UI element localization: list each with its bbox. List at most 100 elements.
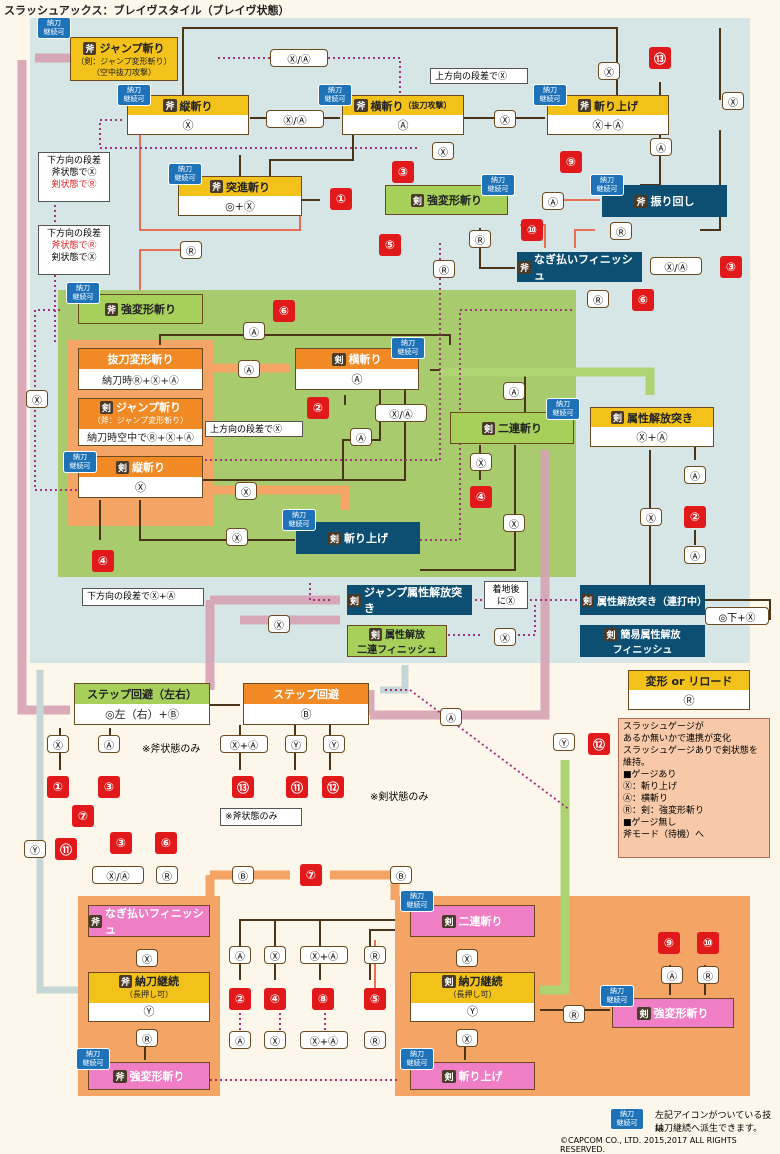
down-step-note1: 下方向の段差 斧状態でⓍ 剣状態でⓇ (38, 152, 110, 202)
node-elem-thrust: 剣属性解放突き Ⓧ+Ⓐ (590, 407, 714, 447)
jump-axe-sub2: （空中抜刀攻撃） (92, 68, 156, 77)
marker-2: ② (684, 506, 706, 528)
morph-legend-label: 変形 or リロード (629, 671, 749, 690)
sword-tag: 剣 (368, 628, 382, 641)
marker-2: ② (307, 397, 329, 419)
double-label: 二連斬り (498, 422, 542, 435)
cmd-x: Ⓧ (264, 1031, 286, 1049)
marker-7: ⑦ (72, 805, 94, 827)
marker-8: ⑧ (312, 988, 334, 1010)
sword-tag: 剣 (348, 593, 362, 607)
down-step-note3: 下方向の段差でⓍ+Ⓐ (82, 588, 204, 606)
cmd-a: Ⓐ (684, 466, 706, 484)
marker-7: ⑦ (300, 864, 322, 886)
sword-tag: 剣 (581, 593, 595, 607)
double2-label: 二連斬り (458, 915, 503, 928)
cmd-r: Ⓡ (469, 230, 491, 248)
down-step-note2: 下方向の段差 斧状態でⓇ 剣状態でⓍ (38, 225, 110, 275)
horiz-sword-cmd: Ⓐ (296, 369, 418, 389)
step-lr-label: ステップ回避（左右） (75, 684, 209, 704)
sword-tag: 剣 (115, 460, 129, 474)
gauge-line: Ⓧ：斬り上げ (623, 782, 678, 792)
sheathe-badge: 納刀継続可 (66, 282, 100, 304)
cmd-r: Ⓡ (563, 1005, 585, 1023)
axe-tag: 斧 (113, 1069, 127, 1083)
node-easy-elem-fin: 剣簡易属性解放 フィニッシュ (580, 625, 705, 657)
cmd-x: Ⓧ (503, 514, 525, 532)
node-morph-legend: 変形 or リロード Ⓡ (628, 670, 750, 710)
marker-9: ⑨ (560, 151, 582, 173)
cmd-a: Ⓐ (229, 946, 251, 964)
note-line: 剣状態でⓇ (51, 180, 97, 190)
sword-tag: 剣 (442, 914, 456, 928)
cmd-a: Ⓐ (243, 322, 265, 340)
cmd-x: Ⓧ (640, 508, 662, 526)
cmd-x: Ⓧ (456, 949, 478, 967)
horiz-sword-label: 横斬り (348, 353, 382, 366)
cmd-x: Ⓧ (136, 949, 158, 967)
cmd-a: Ⓐ (684, 546, 706, 564)
up-step-note2: 上方向の段差でⓍ (205, 421, 303, 437)
node-step-lr: ステップ回避（左右） ◎左（右）+Ⓑ (74, 683, 210, 725)
node-vert-axe: 斧縦斬り Ⓧ (127, 95, 249, 135)
sheathe-badge: 納刀継続可 (63, 451, 97, 473)
axe-tag: 斧 (83, 42, 97, 55)
cmd-x: Ⓧ (235, 482, 257, 500)
cmd-a: Ⓐ (503, 382, 525, 400)
sheathe-badge: 納刀継続可 (600, 985, 634, 1007)
sheathe-sword-label: 納刀継続 (458, 975, 503, 988)
morph-sword-label: 強変形斬り (427, 194, 482, 207)
sheathe-badge: 納刀継続可 (400, 890, 434, 912)
sheathe-badge: 納刀継続可 (590, 174, 624, 196)
sword-tag: 剣 (410, 193, 424, 207)
cmd-r: Ⓡ (433, 260, 455, 278)
landing-note: 着地後にⓍ (484, 581, 528, 609)
horiz-axe-label: 横斬り (370, 99, 404, 113)
gauge-note: スラッシュゲージが あるか無いかで連携が変化 スラッシュゲージありで剣状態を維持… (618, 718, 770, 858)
note-line: 下方向の段差 (46, 229, 101, 239)
axe-tag: 斧 (163, 99, 177, 112)
draw-morph-cmd: 納刀時Ⓡ+Ⓧ+Ⓐ (79, 369, 202, 389)
sheathe-badge: 納刀継続可 (117, 84, 151, 106)
cmd-x: Ⓧ (494, 110, 516, 128)
node-rush: 斧突進斬り ◎+Ⓧ (178, 176, 302, 216)
axe-tag: 斧 (518, 260, 532, 274)
step-lr-cmd: ◎左（右）+Ⓑ (75, 704, 209, 724)
sword-tag: 剣 (442, 1069, 456, 1083)
gauge-line: あるか無いかで連携が変化 (623, 734, 732, 744)
sword-tag: 剣 (99, 401, 113, 414)
sheathe-badge: 納刀継続可 (391, 337, 425, 359)
rush-cmd: ◎+Ⓧ (179, 196, 301, 215)
easy-elem-fin-label: 簡易属性解放 (620, 630, 681, 641)
cmd-x: Ⓧ (456, 1029, 478, 1047)
swing-label: 振り回し (650, 195, 695, 208)
jump-axe-sub1: （剣：ジャンプ変形斬り） (76, 57, 172, 66)
gauge-line: 斧モード（待機）へ (623, 830, 705, 840)
axe-tag: 斧 (634, 194, 648, 208)
marker-6: ⑥ (155, 832, 177, 854)
jump-sword-sub: （斧：ジャンプ変形斬り） (92, 416, 189, 425)
cmd-x-plus-a: Ⓧ+Ⓐ (300, 1031, 348, 1049)
cmd-x: Ⓧ (26, 390, 48, 408)
cmd-y: Ⓨ (553, 733, 575, 751)
cmd-down-x: ◎下+Ⓧ (705, 607, 769, 625)
note-line: 斧状態でⓇ (51, 241, 97, 251)
jump-axe-label: ジャンプ斬り (99, 42, 165, 55)
cmd-x-or-a: Ⓧ/Ⓐ (650, 257, 702, 275)
cmd-x-or-a: Ⓧ/Ⓐ (375, 404, 427, 422)
draw-morph-label: 抜刀変形斬り (79, 349, 202, 369)
node-jump-axe: 斧ジャンプ斬り （剣：ジャンプ変形斬り） （空中抜刀攻撃） (70, 37, 178, 81)
marker-3: ③ (720, 256, 742, 278)
cmd-x: Ⓧ (494, 628, 516, 646)
marker-11: ⑪ (286, 776, 308, 798)
easy-elem-fin-label2: フィニッシュ (612, 645, 673, 656)
sheathe-badge: 納刀継続可 (76, 1048, 110, 1070)
cmd-x-or-a: Ⓧ/Ⓐ (266, 110, 324, 128)
sheathe-axe-sub: （長押し可） (125, 990, 173, 999)
horiz-axe-cmd: Ⓐ (343, 115, 463, 134)
upper-axe-cmd: Ⓧ+Ⓐ (548, 115, 668, 134)
sword-only-note: ※剣状態のみ (370, 792, 429, 803)
cmd-a: Ⓐ (440, 708, 462, 726)
gauge-line: スラッシュゲージありで剣状態を維持。 (623, 746, 758, 768)
axe-tag: 斧 (354, 99, 368, 112)
